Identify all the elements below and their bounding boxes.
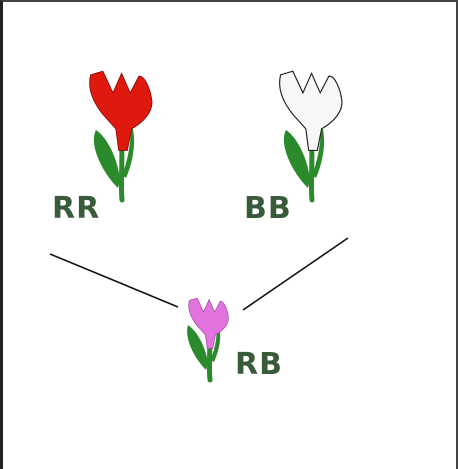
- label-rr: RR: [52, 191, 100, 226]
- leaf: [283, 130, 310, 188]
- leaf: [122, 120, 135, 178]
- flower-rr: [89, 70, 153, 203]
- flower-bb: [279, 70, 343, 203]
- leaf: [187, 325, 208, 370]
- cross-line-left: [49, 253, 179, 308]
- cross-line-right: [242, 237, 349, 311]
- label-rb: RB: [235, 347, 283, 382]
- leaf: [93, 130, 120, 188]
- flower-rb: [187, 297, 229, 383]
- label-bb: BB: [244, 191, 292, 226]
